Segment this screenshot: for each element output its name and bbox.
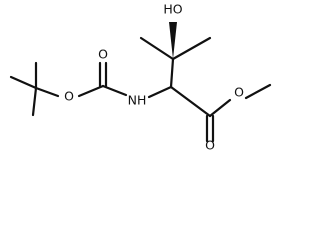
bond-tbu-methyl-bottom [31, 86, 38, 117]
bond-alpha-carbon-to-quaternary-carbon [169, 57, 175, 89]
atom-label-hydroxyl: HO [163, 2, 182, 17]
bond-tbu-methyl-left [9, 75, 38, 90]
atom-label-ester-ether-oxygen: O [234, 85, 244, 100]
atom-label-carbamate-ether-oxygen: O [64, 89, 74, 104]
bond-oxygen-to-carbonyl-carbon [77, 84, 105, 98]
bond-ether-oxygen-to-methyl [244, 83, 272, 100]
bond-nh-to-alpha-carbon [147, 85, 173, 99]
bond-tbu-to-oxygen [34, 86, 60, 98]
bond-quaternary-to-methyl-left [139, 36, 175, 61]
atom-label-amine: NH [128, 93, 147, 108]
bond-alpha-carbon-to-ester-carbon [169, 85, 212, 118]
stereo-wedge-bond-to-hydroxyl [169, 22, 177, 59]
bond-carbonyl-carbon-to-nh [101, 84, 128, 97]
chemical-structure-diagram: HO NH O O O O [9, 2, 272, 153]
atom-label-ester-carbonyl-oxygen: O [205, 138, 215, 153]
bond-ester-carbon-to-ether-oxygen [208, 98, 232, 118]
bond-quaternary-to-methyl-right [171, 36, 212, 61]
atom-label-carbamate-carbonyl-oxygen: O [98, 47, 108, 62]
